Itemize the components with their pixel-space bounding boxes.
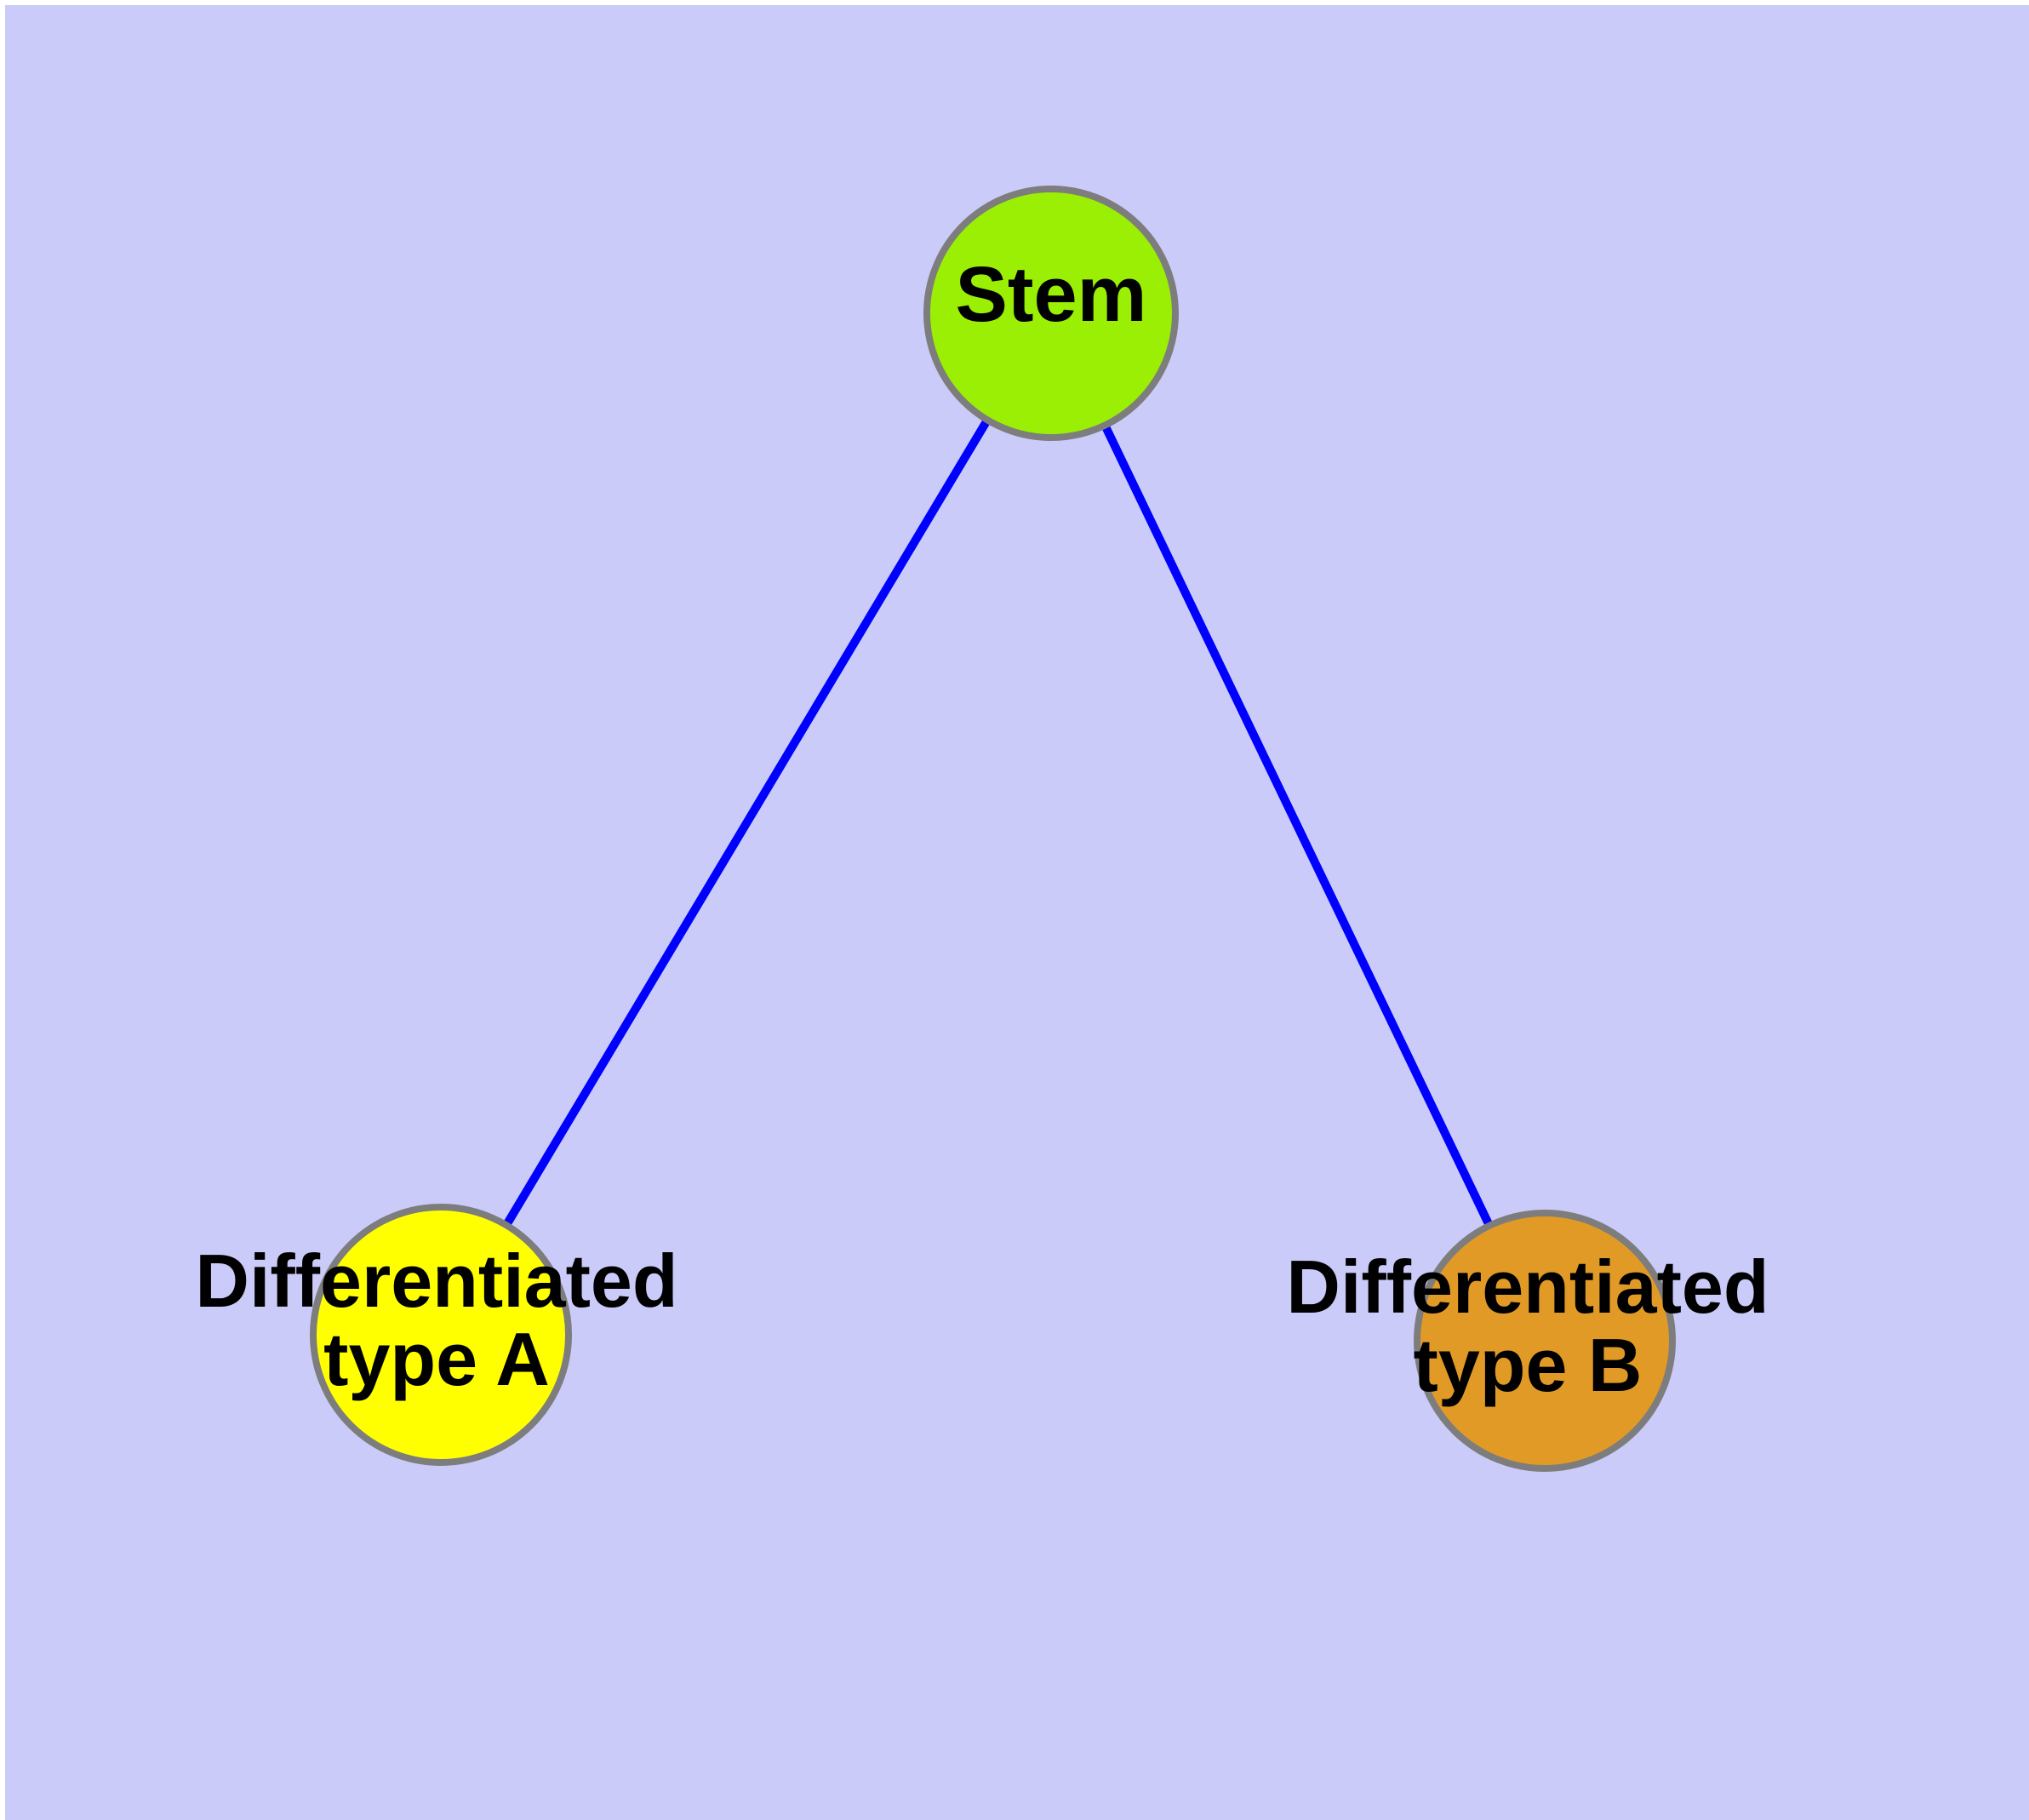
- node-stem[interactable]: [923, 186, 1179, 441]
- node-differentiated-type-a[interactable]: [310, 1204, 572, 1466]
- edge-stem-to-differentiated-type-b[interactable]: [1047, 311, 1549, 1343]
- node-differentiated-type-b[interactable]: [1414, 1210, 1676, 1472]
- edge-stem-to-differentiated-type-a[interactable]: [437, 311, 1055, 1337]
- node-layer: [310, 186, 1676, 1472]
- edge-layer: [437, 311, 1549, 1343]
